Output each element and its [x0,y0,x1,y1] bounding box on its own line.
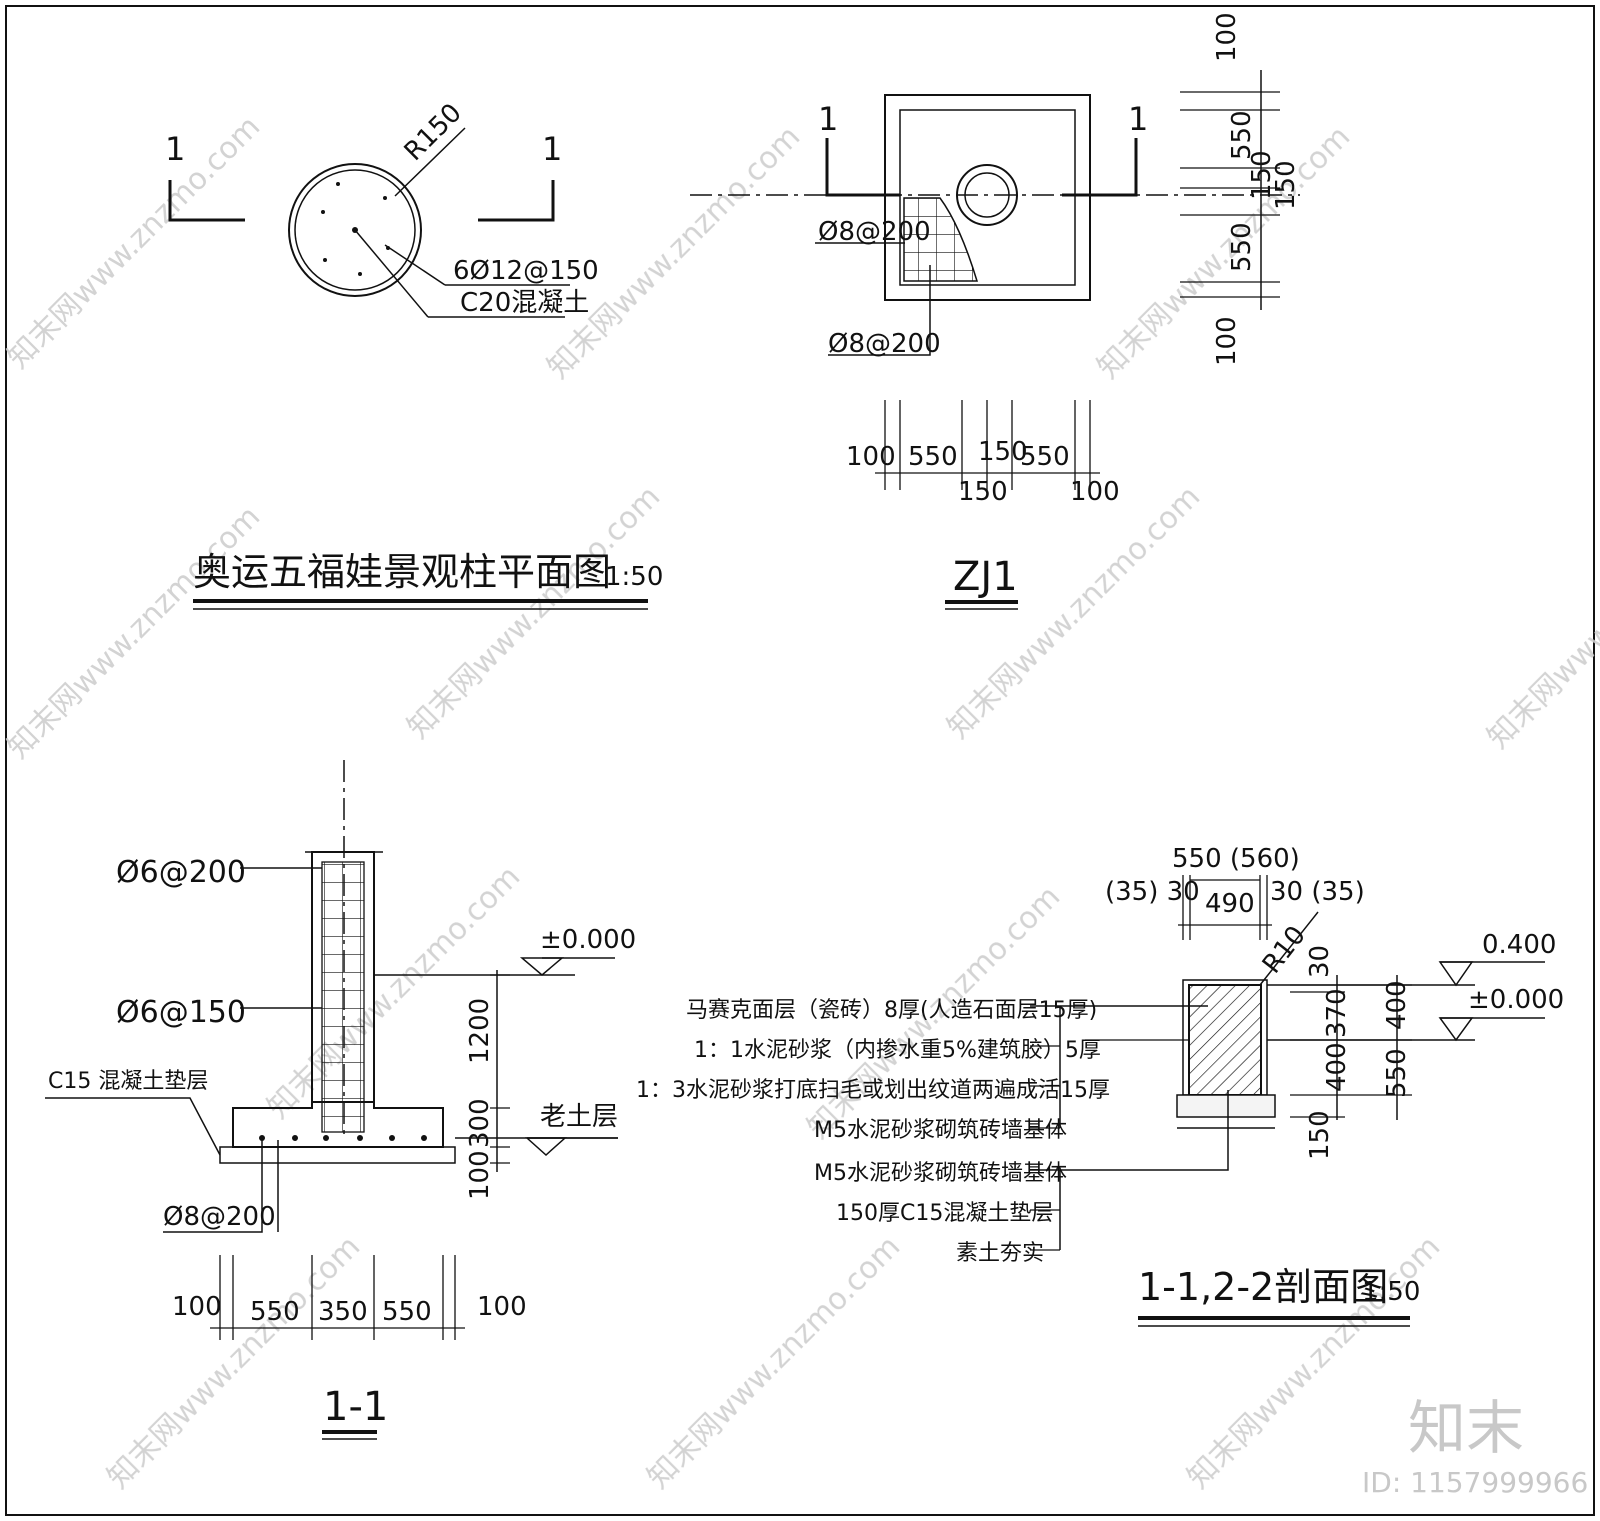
rebar-bottom-label: Ø8@200 [828,329,941,359]
pad-label: C15 混凝土垫层 [48,1069,208,1094]
plan-scale: 1:50 [605,562,663,592]
rebar-grid [903,197,979,282]
watermark: 知末网www.znzmo.com [261,859,527,1125]
concrete-pad [219,1146,456,1164]
note-text: 1：1水泥砂浆（内掺水重5%建筑胶）5厚 [694,1038,1101,1063]
rebar-label: 6Ø12@150 [453,256,599,286]
section-1-1: Ø6@200 Ø6@150 C15 混凝土垫层 Ø8@200 ±0.000 老土… [45,760,636,1440]
level-label: ±0.000 [1468,985,1564,1015]
dim-text: 100 [477,1292,527,1322]
note-text: 马赛克面层（瓷砖）8厚(人造石面层15厚) [686,998,1097,1023]
dim-text: 490 [1205,889,1255,919]
dim-text: 100 [1212,12,1242,62]
sheet-border [5,5,1595,1516]
watermark: 知末网www.znzmo.com [401,479,667,745]
drawing-id: ID: 1157999966 [1362,1466,1588,1499]
rebar-dots [321,182,390,276]
dim-text: 100 [846,442,896,472]
dim-text: 100 [172,1292,222,1322]
level-label: 0.400 [1482,930,1556,960]
rebar-label: Ø6@150 [116,995,246,1030]
dim-text: 400 [1382,980,1412,1030]
column-outline [288,163,422,297]
brand-logo: 知末 [1408,1394,1524,1462]
watermark: 知末网www.znzmo.com [641,1229,907,1495]
dim-text: 100 [465,1150,495,1200]
dim-text: 300 [465,1098,495,1148]
watermark: 知末网www.znzmo.com [1,109,267,375]
note-text: M5水泥砂浆砌筑砖墙基体 [814,1118,1067,1143]
note-text: 1：3水泥砂浆打底扫毛或划出纹道两遍成活15厚 [636,1078,1110,1103]
dim-text: 550 [1382,1048,1412,1098]
dim-text: 550 (560) [1172,844,1300,874]
footing-inner [899,109,1076,286]
dim-text: 30 [1305,945,1335,978]
section-mark: 1 [818,100,838,138]
dim-text: 150 [1305,1110,1335,1160]
rebar-label: Ø6@200 [116,855,246,890]
column-plan-view: 1 1 R150 6Ø12@150 C20混凝土 奥运五福娃景观柱平面图 1:5… [165,98,663,610]
plan-title: 奥运五福娃景观柱平面图 [193,550,611,594]
section-mark: 1 [542,130,562,168]
level-label: ±0.000 [540,925,636,955]
section-mark: 1 [1128,100,1148,138]
dim-text: 550 [1227,222,1257,272]
watermark: 知末网www.znzmo.com [541,119,807,385]
section-mark: 1 [165,130,185,168]
dim-text: 550 [382,1297,432,1327]
radius-label: R150 [399,98,468,167]
rebar-label: Ø8@200 [163,1202,276,1232]
dim-text: 550 [250,1297,300,1327]
note-text: 素土夯实 [956,1241,1044,1266]
zj1-title: ZJ1 [953,554,1018,600]
concrete-label: C20混凝土 [460,288,589,318]
dim-text: 550 [908,442,958,472]
rebar-top-label: Ø8@200 [818,217,931,247]
dim-text: 550 [1020,442,1070,472]
dim-text: 100 [1070,477,1120,507]
soil-label: 老土层 [540,1102,618,1132]
dim-text: 350 [318,1297,368,1327]
dim-text: 150 [978,437,1028,467]
footing-outer [884,94,1091,301]
note-text: M5水泥砂浆砌筑砖墙基体 [814,1161,1067,1186]
dim-text: 370 [1322,988,1352,1038]
zj1-footing-plan: 1 1 Ø8@200 Ø8@200 100 550 150 550 100 15… [690,12,1301,610]
dim-text: 150 [1271,160,1301,210]
dim-text: 150 [958,477,1008,507]
dim-text: (35) 30 [1105,877,1200,907]
dim-text: 30 (35) [1270,877,1365,907]
section-2-2: 550 (560) (35) 30 490 30 (35) R10 马赛克面层（… [636,844,1564,1327]
note-text: 150厚C15混凝土垫层 [836,1201,1053,1226]
dim-text: 400 [1322,1042,1352,1092]
section11-title: 1-1 [323,1384,388,1430]
watermark: 知末网www.znzmo.com [1,499,267,765]
dim-text: 100 [1212,316,1242,366]
watermark: 知末网www.znzmo.com [101,1229,367,1495]
dim-text: 1200 [465,998,495,1064]
watermark: 知末网www.znzmo.com [941,479,1207,745]
section22-title: 1-1,2-2剖面图 [1138,1265,1388,1309]
watermark: 知末网www.znzmo.com [1481,489,1600,755]
section22-scale: 1:50 [1362,1277,1420,1307]
column-rebar-ring [294,169,416,291]
dim-text: 550 [1227,110,1257,160]
concrete-pad [1176,1094,1276,1118]
brick-wall [1188,984,1262,1096]
dim-text: 150 [1247,150,1277,200]
